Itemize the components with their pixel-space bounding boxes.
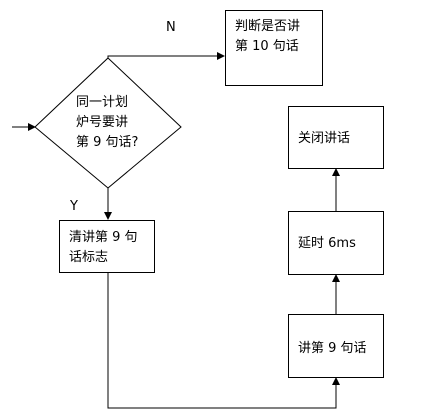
decision-line-1: 同一计划: [76, 95, 129, 110]
close-speaking-box: 关闭讲话: [288, 106, 384, 169]
delay-text: 延时 6ms: [298, 236, 356, 251]
decision-line-3: 第 9 句话?: [76, 135, 139, 150]
clear-flag-line-1: 清讲第 9 句: [69, 230, 138, 245]
judge-line-1: 判断是否讲: [235, 19, 301, 34]
judge-sentence-10-box: 判断是否讲 第 10 句话: [225, 10, 323, 86]
yes-branch-label: Y: [70, 199, 78, 214]
clear-flag-box: 清讲第 9 句 话标志: [59, 220, 155, 273]
speak-9-text: 讲第 9 句话: [298, 341, 367, 356]
no-branch-label: N: [166, 20, 176, 35]
clear-to-speak-arrow: [107, 273, 340, 409]
decision-line-2: 炉号要讲: [76, 115, 129, 130]
decision-text: 同一计划 炉号要讲 第 9 句话?: [64, 93, 152, 153]
delay-box: 延时 6ms: [288, 211, 384, 275]
close-text: 关闭讲话: [298, 131, 351, 146]
clear-flag-line-2: 话标志: [69, 250, 109, 265]
speak-sentence-9-box: 讲第 9 句话: [288, 314, 384, 378]
no-branch-arrow: [107, 52, 225, 60]
judge-line-2: 第 10 句话: [235, 39, 299, 54]
